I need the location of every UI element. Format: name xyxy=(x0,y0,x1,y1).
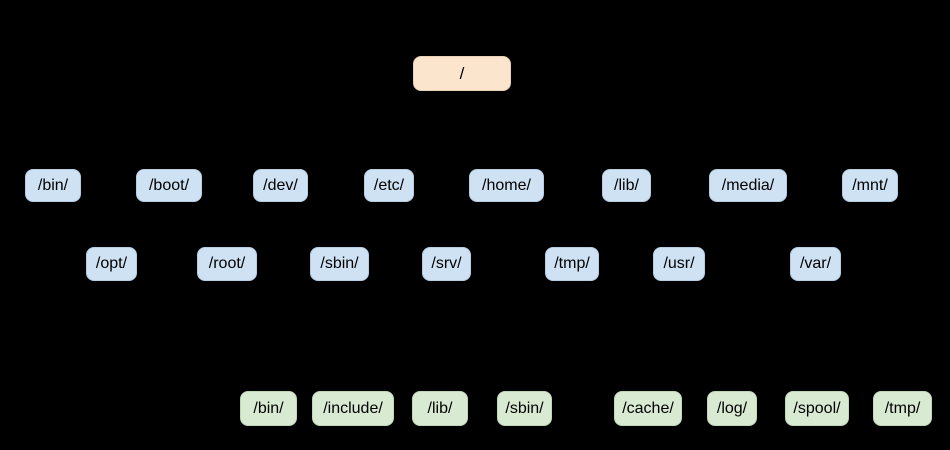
subdir-node-log: /log/ xyxy=(707,391,757,426)
node-root: / xyxy=(413,56,511,91)
dir-node-sbin: /sbin/ xyxy=(310,247,369,281)
dir-node-dev: /dev/ xyxy=(253,169,308,202)
dir-node-media: /media/ xyxy=(709,169,787,202)
subdir-node-spool: /spool/ xyxy=(785,391,849,426)
subdir-node-cache: /cache/ xyxy=(614,391,682,426)
dir-node-root-home: /root/ xyxy=(197,247,257,281)
dir-node-opt: /opt/ xyxy=(86,247,137,281)
dir-node-boot: /boot/ xyxy=(136,169,202,202)
dir-node-mnt: /mnt/ xyxy=(842,169,898,202)
dir-node-tmp: /tmp/ xyxy=(545,247,599,281)
dir-node-etc: /etc/ xyxy=(364,169,414,202)
dir-node-bin: /bin/ xyxy=(25,169,81,202)
subdir-node-include: /include/ xyxy=(312,391,394,426)
dir-node-var: /var/ xyxy=(790,247,841,281)
subdir-node-lib: /lib/ xyxy=(412,391,468,426)
dir-node-usr: /usr/ xyxy=(653,247,705,281)
subdir-node-bin: /bin/ xyxy=(240,391,297,426)
dir-node-lib: /lib/ xyxy=(602,169,651,202)
dir-node-srv: /srv/ xyxy=(422,247,471,281)
subdir-node-tmp: /tmp/ xyxy=(873,391,932,426)
dir-node-home: /home/ xyxy=(469,169,544,202)
subdir-node-sbin: /sbin/ xyxy=(497,391,552,426)
